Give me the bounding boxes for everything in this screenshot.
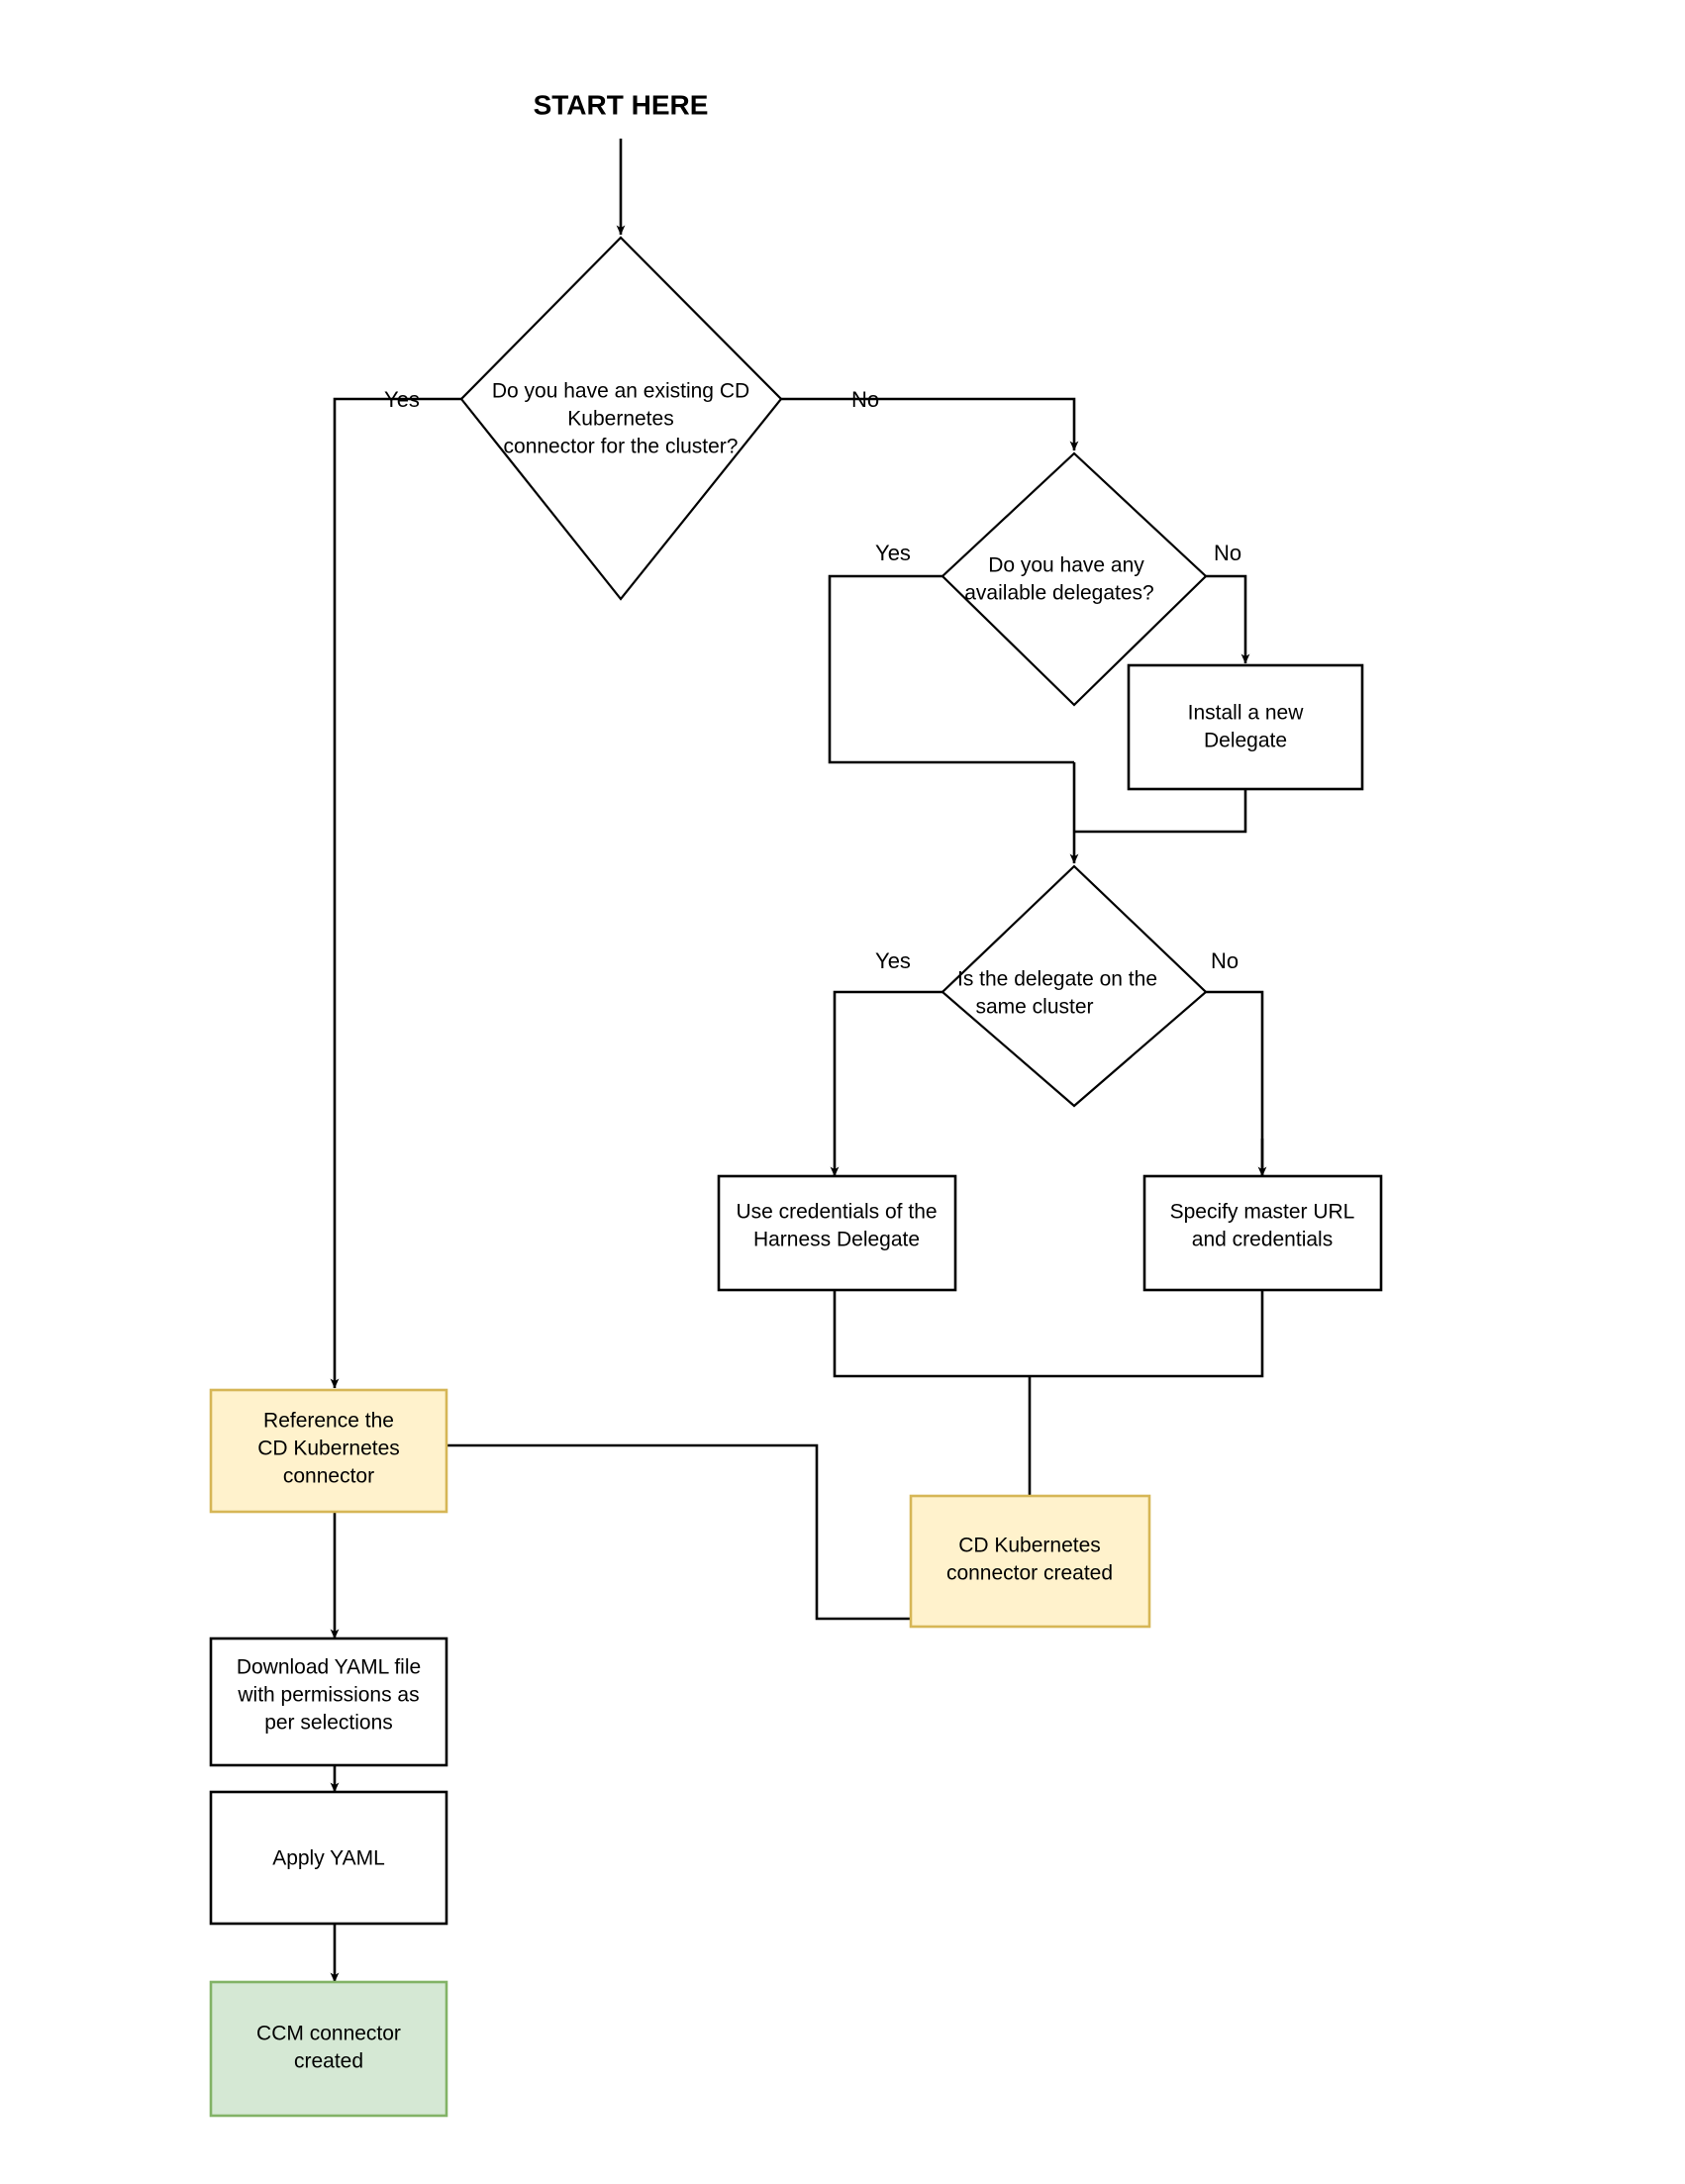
apply-yaml-box[interactable] <box>209 1790 448 1926</box>
install-delegate-box[interactable] <box>1127 663 1364 791</box>
install-delegate-line2: Delegate <box>1204 730 1287 752</box>
edge-use-credentials-merge <box>833 1290 1030 1378</box>
cd-connector-created-line1: CD Kubernetes <box>958 1535 1101 1557</box>
download-yaml-line3: per selections <box>264 1712 393 1735</box>
use-credentials-line2: Harness Delegate <box>753 1229 920 1251</box>
edge-install-delegate-merge <box>1074 789 1247 834</box>
decision-delegates-line2: available delegates? <box>964 582 1153 605</box>
use-credentials-box[interactable] <box>717 1174 957 1292</box>
reference-connector-line3: connector <box>283 1465 374 1488</box>
use-credentials-line1: Use credentials of the <box>736 1201 937 1224</box>
edge-decision3-no <box>1206 990 1264 1176</box>
cd-connector-created-box[interactable] <box>909 1494 1151 1629</box>
edge-decision1-yes <box>330 397 461 1389</box>
edge-label-delegates-yes: Yes <box>875 541 911 565</box>
edge-label-same-cluster-no: No <box>1211 948 1239 973</box>
decision-same-cluster-line2: same cluster <box>975 996 1093 1019</box>
specify-master-url-box[interactable] <box>1142 1174 1383 1292</box>
download-yaml-line1: Download YAML file <box>237 1656 421 1679</box>
edge-decision1-no <box>781 397 1079 451</box>
edge-label-existing-no: No <box>851 387 879 412</box>
edge-label-existing-yes: Yes <box>384 387 420 412</box>
reference-connector-line2: CD Kubernetes <box>257 1438 400 1460</box>
edge-label-delegates-no: No <box>1214 541 1241 565</box>
download-yaml-box[interactable] <box>209 1637 448 1767</box>
apply-yaml-line1: Apply YAML <box>272 1847 385 1870</box>
start-here-label: START HERE <box>534 89 709 120</box>
reference-connector-box[interactable] <box>209 1388 448 1514</box>
download-yaml-line2: with permissions as <box>237 1684 419 1707</box>
edge-decision3-yes <box>830 990 942 1177</box>
edge-label-same-cluster-yes: Yes <box>875 948 911 973</box>
ccm-connector-created-line1: CCM connector <box>256 2023 401 2045</box>
decision-existing-connector-line3: connector for the cluster? <box>504 436 739 458</box>
install-delegate-line1: Install a new <box>1188 702 1305 725</box>
specify-master-url-line2: and credentials <box>1192 1229 1333 1251</box>
reference-connector-line1: Reference the <box>263 1410 394 1433</box>
decision-existing-connector-line2: Kubernetes <box>567 408 673 431</box>
decision-delegates-shape[interactable] <box>941 451 1208 707</box>
decision-existing-connector-line1: Do you have an existing CD <box>492 380 749 403</box>
decision-existing-connector-shape[interactable] <box>459 236 783 601</box>
decision-same-cluster-shape[interactable] <box>941 864 1208 1108</box>
specify-master-url-line1: Specify master URL <box>1170 1201 1355 1224</box>
ccm-connector-created-box[interactable] <box>209 1980 448 2118</box>
edge-decision2-no <box>1206 574 1250 664</box>
decision-same-cluster-line1: Is the delegate on the <box>957 968 1157 991</box>
edge-decision2-yes <box>828 574 1074 764</box>
decision-delegates-line1: Do you have any <box>988 554 1144 577</box>
ccm-connector-created-line2: created <box>294 2050 363 2073</box>
edge-specify-url-merge <box>1030 1290 1264 1378</box>
cd-connector-created-line2: connector created <box>946 1562 1113 1585</box>
